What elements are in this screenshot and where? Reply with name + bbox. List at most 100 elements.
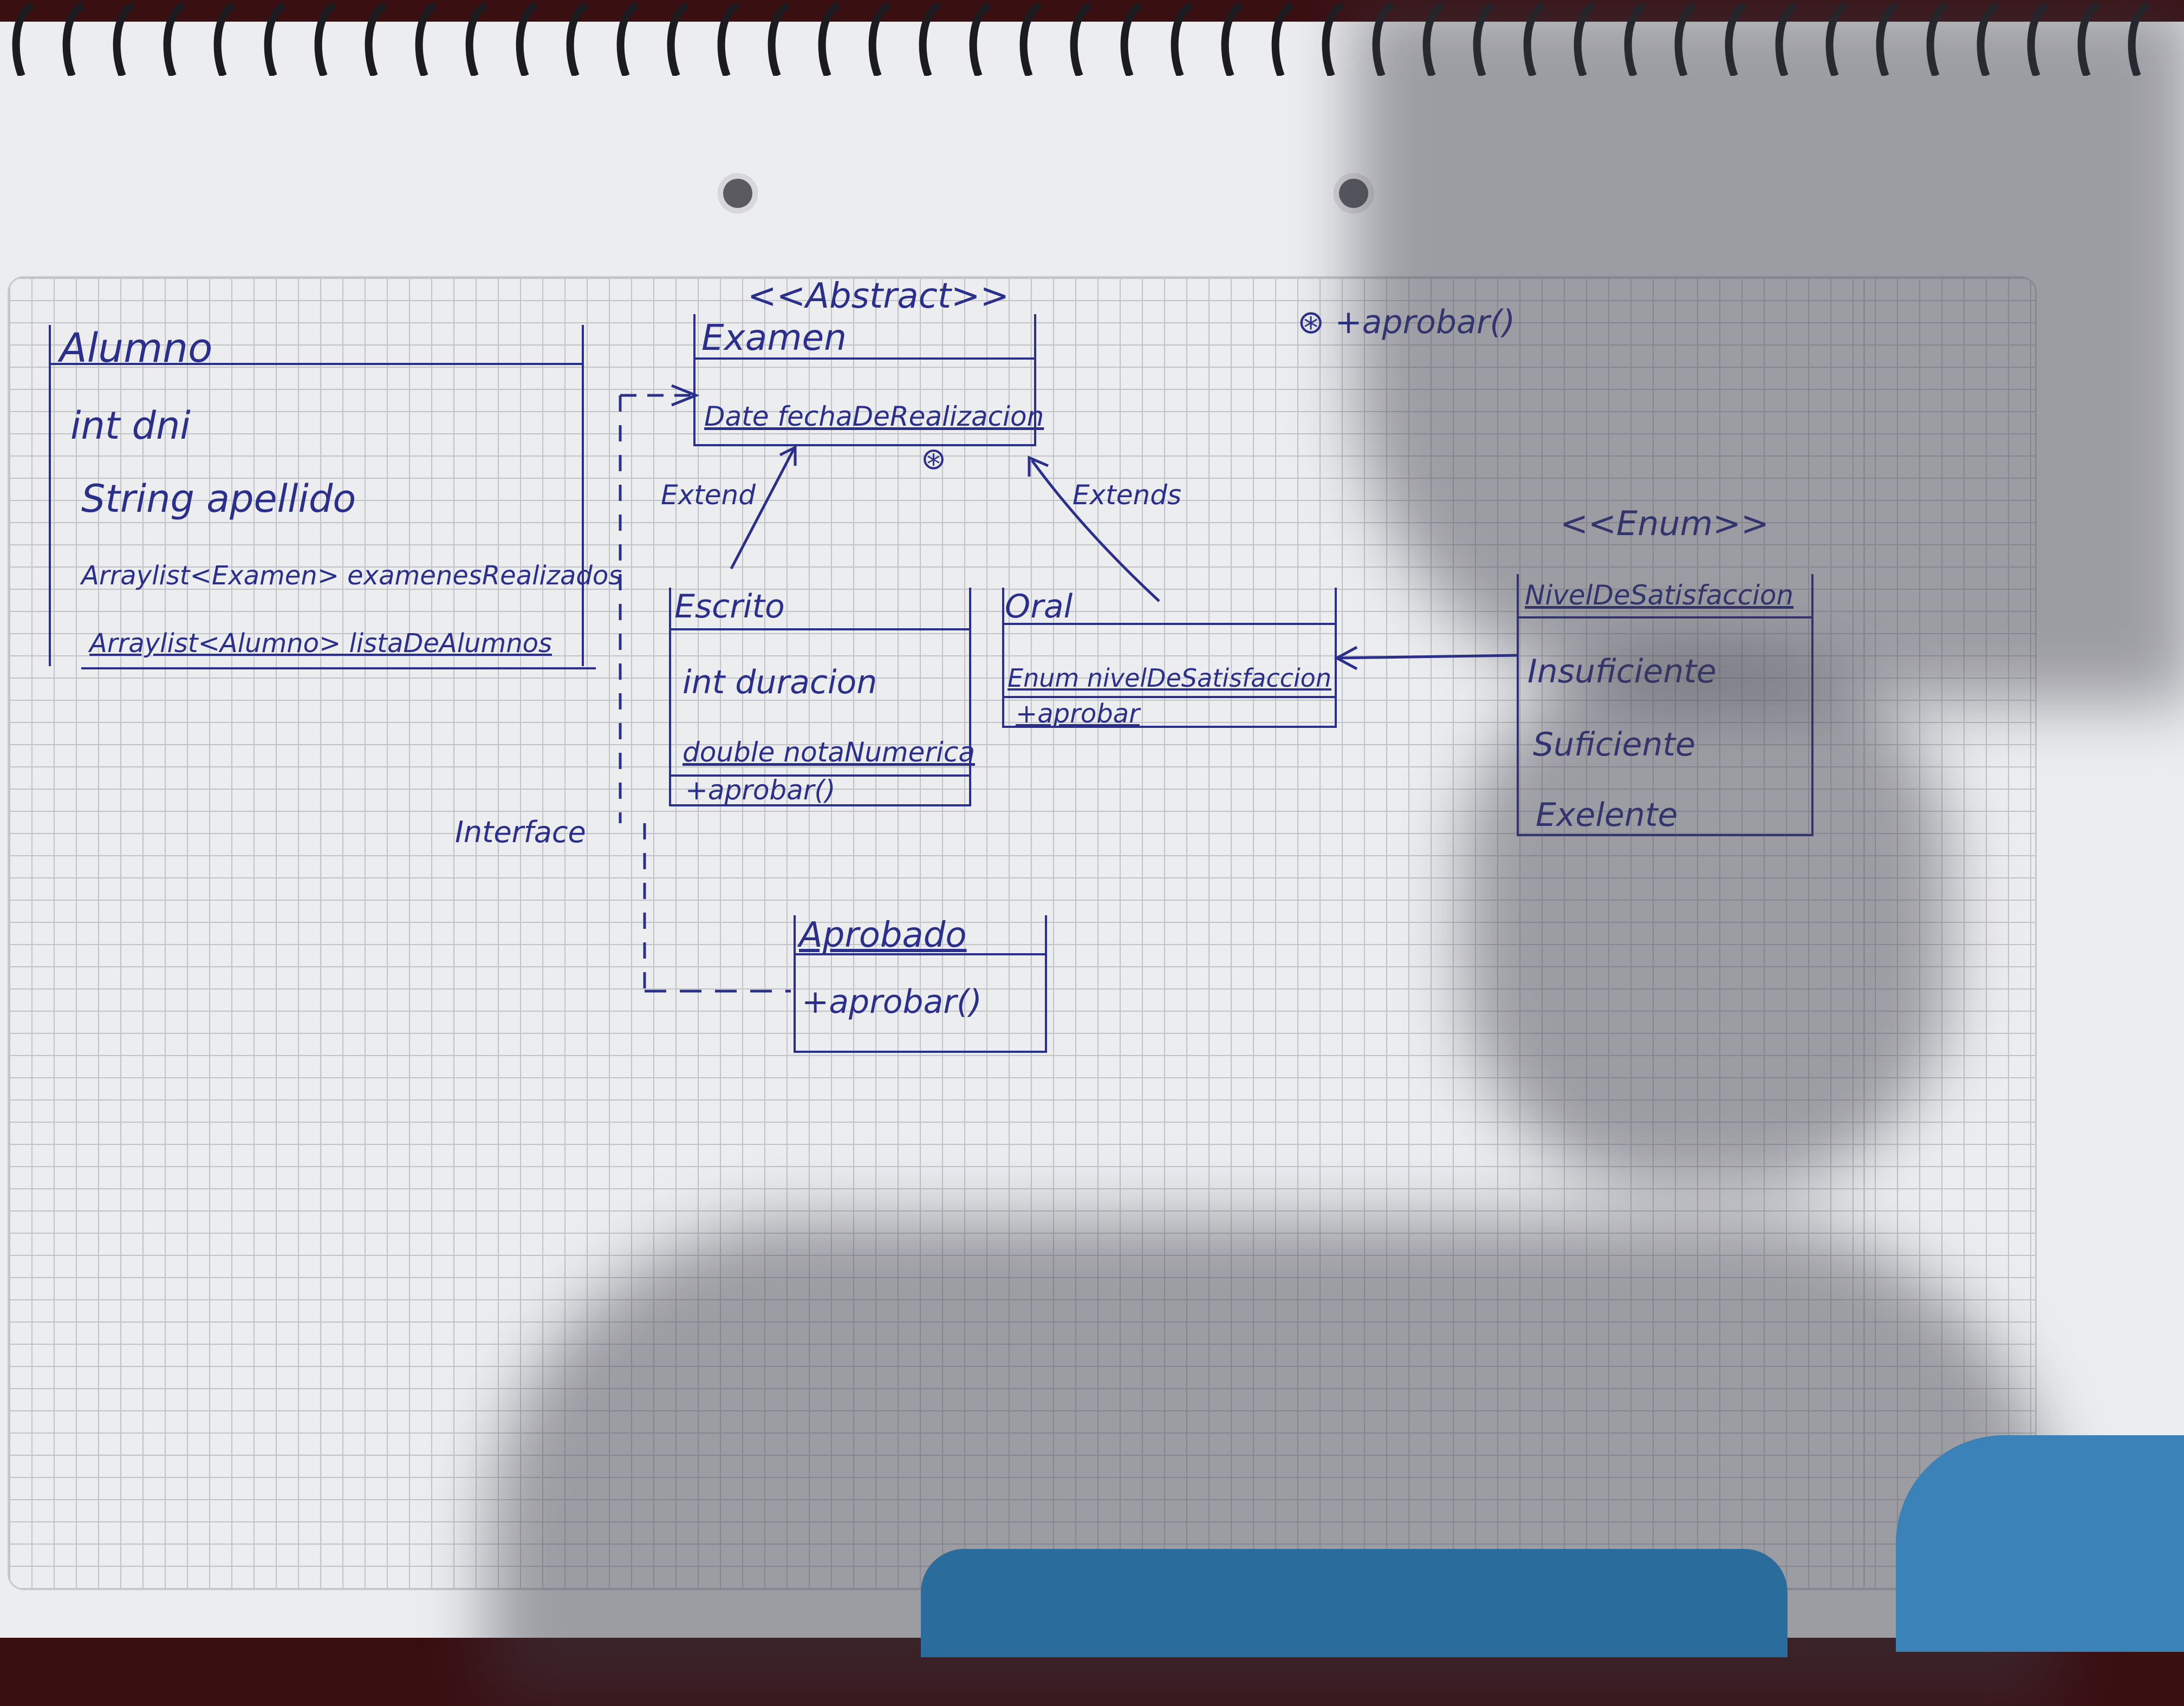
spiral-coil: [1070, 2, 1093, 76]
spiral-binding: [12, 2, 2150, 76]
spiral-coil: [1725, 2, 1747, 76]
spiral-coil: [1473, 2, 1496, 76]
escrito-method-aprobar: +aprobar(): [685, 774, 836, 806]
abstract-method-note: ⊛ +aprobar(): [1297, 303, 1516, 341]
enum-association-line: [1337, 654, 1517, 660]
spiral-coil: [1674, 2, 1697, 76]
enum-value-exelente: Exelente: [1536, 796, 1678, 834]
alumno-bottom-line: [81, 667, 596, 669]
enum-value-suficiente: Suficiente: [1533, 726, 1695, 764]
notebook-page: [0, 22, 2184, 1638]
spiral-coil: [1775, 2, 1798, 76]
spiral-coil: [264, 2, 287, 76]
spiral-coil: [1574, 2, 1596, 76]
alumno-attr-apellido: String apellido: [81, 477, 356, 521]
alumno-attr-examenes: Arraylist<Examen> examenesRealizados: [81, 561, 622, 591]
enum-value-insuficiente: Insuficiente: [1528, 653, 1717, 691]
aprobado-method-aprobar: +aprobar(): [802, 983, 982, 1021]
class-oral-methods-line: [1004, 696, 1335, 698]
spiral-coil: [1322, 2, 1344, 76]
spiral-coil: [768, 2, 790, 76]
oral-method-aprobar: +aprobar: [1016, 699, 1140, 729]
class-examen: [693, 314, 1036, 446]
spiral-coil: [566, 2, 589, 76]
arrow-head-examen: [671, 384, 700, 407]
punch-hole-right: [1334, 173, 1374, 213]
spiral-coil: [1825, 2, 1848, 76]
class-escrito-header-line: [671, 628, 969, 630]
spiral-coil: [2027, 2, 2050, 76]
blue-object-bottom: [921, 1549, 1787, 1657]
spiral-coil: [213, 2, 236, 76]
enum-nivel-satisfaccion: [1517, 574, 1813, 836]
spiral-coil: [415, 2, 438, 76]
blue-object-right: [1896, 1435, 2184, 1652]
class-examen-name: Examen: [701, 317, 847, 359]
class-escrito-name: Escrito: [674, 588, 785, 626]
spiral-coil: [717, 2, 740, 76]
alumno-attr-lista: Arraylist<Alumno> listaDeAlumnos: [89, 628, 552, 659]
class-aprobado: [794, 915, 1047, 1053]
spiral-coil: [868, 2, 891, 76]
enum-stereotype: <<Enum>>: [1560, 504, 1769, 543]
spiral-coil: [365, 2, 387, 76]
escrito-attr-duracion: int duracion: [682, 663, 877, 701]
class-oral-name: Oral: [1005, 588, 1073, 626]
spiral-coil: [1926, 2, 1949, 76]
label-interface: Interface: [455, 815, 586, 849]
spiral-coil: [818, 2, 841, 76]
enum-association-arrowhead: [1334, 646, 1358, 670]
enum-name: NivelDeSatisfaccion: [1525, 579, 1794, 611]
examen-stereotype: <<Abstract>>: [748, 276, 1010, 316]
escrito-extend-arrowhead: [779, 445, 797, 466]
oral-attr-nivel: Enum nivelDeSatisfaccion: [1007, 663, 1331, 693]
spiral-coil: [2077, 2, 2100, 76]
class-aprobado-header-line: [796, 953, 1045, 955]
spiral-coil: [314, 2, 337, 76]
class-examen-header-line: [696, 357, 1034, 360]
spiral-coil: [2128, 2, 2150, 76]
enum-header-line: [1519, 616, 1811, 618]
spiral-coil: [1876, 2, 1899, 76]
escrito-extend-arrow: [730, 448, 795, 570]
spiral-coil: [1372, 2, 1395, 76]
spiral-coil: [667, 2, 690, 76]
spiral-coil: [616, 2, 639, 76]
spiral-coil: [969, 2, 992, 76]
punch-hole-left: [718, 173, 758, 213]
label-extend-left: Extend: [661, 479, 756, 511]
spiral-coil: [113, 2, 135, 76]
diagram-connectors: [619, 384, 1517, 993]
class-alumno-name: Alumno: [60, 325, 213, 372]
spiral-coil: [1624, 2, 1647, 76]
spiral-coil: [1171, 2, 1193, 76]
examen-abstract-marker: ⊛: [921, 441, 946, 477]
class-oral-header-line: [1004, 623, 1335, 625]
class-escrito: [669, 588, 971, 806]
oral-extend-arrowhead: [1028, 455, 1049, 477]
class-oral: [1002, 588, 1337, 728]
escrito-attr-nota: double notaNumerica: [682, 737, 975, 768]
oral-extend-arrow: [1030, 459, 1160, 602]
examen-attr-fecha: Date fechaDeRealizacion: [704, 401, 1044, 432]
page-margin-column: [1863, 276, 2033, 1587]
spiral-coil: [465, 2, 488, 76]
spiral-coil: [1977, 2, 1999, 76]
class-aprobado-name: Aprobado: [799, 915, 967, 955]
spiral-coil: [1019, 2, 1042, 76]
spiral-coil: [1523, 2, 1546, 76]
spiral-coil: [1271, 2, 1294, 76]
class-alumno-header-line: [51, 363, 582, 365]
alumno-attr-dni: int dni: [70, 403, 191, 448]
spiral-coil: [1120, 2, 1143, 76]
graph-paper-grid: [8, 276, 2037, 1590]
class-escrito-methods-line: [671, 774, 969, 777]
spiral-coil: [516, 2, 538, 76]
spiral-coil: [62, 2, 85, 76]
interface-dashed-vertical: [619, 395, 646, 991]
spiral-coil: [1221, 2, 1244, 76]
spiral-coil: [1422, 2, 1445, 76]
spiral-coil: [919, 2, 941, 76]
spiral-coil: [163, 2, 186, 76]
class-alumno: [49, 325, 584, 666]
